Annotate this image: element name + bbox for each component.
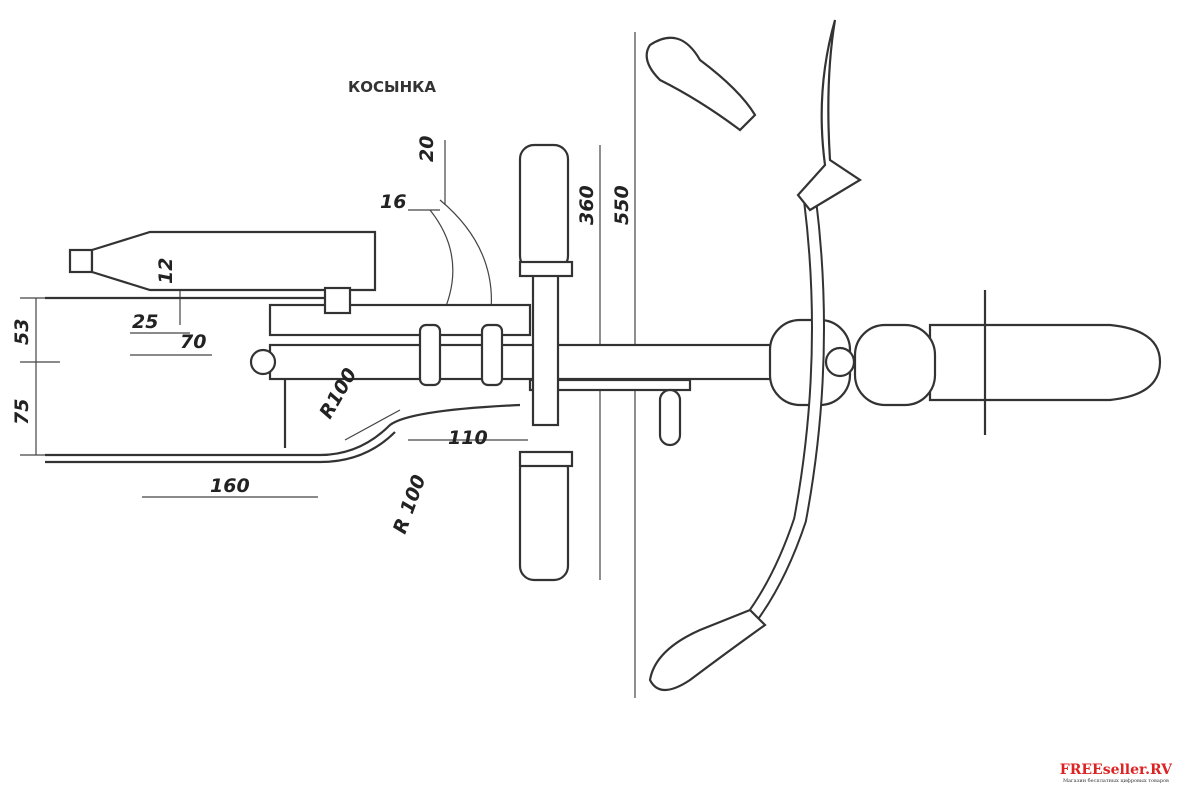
watermark-tagline: Магазин бесплатных цифровых товаров: [1062, 778, 1169, 784]
main-handlebar: [645, 19, 863, 692]
watermark-name: FREEseller.RV: [1059, 762, 1172, 778]
dim-110: 110: [448, 427, 488, 449]
dim-70: 70: [180, 331, 206, 353]
muffler: [68, 230, 377, 315]
dim-25: 25: [132, 311, 158, 333]
dim-160: 160: [210, 475, 250, 497]
dim-20: 20: [416, 136, 438, 162]
dim-16: 16: [380, 191, 406, 213]
dim-53: 53: [11, 319, 33, 345]
dim-r100-b: R 100: [389, 472, 431, 537]
engine: [768, 290, 1162, 435]
dim-550: 550: [611, 185, 633, 225]
gusset-label: КОСЫНКА: [348, 78, 436, 96]
frame: [45, 296, 792, 464]
dim-75: 75: [11, 399, 33, 425]
dim-360: 360: [576, 185, 598, 225]
handle-bar: [518, 143, 574, 582]
watermark-logo: FREEseller.RV Магазин бесплатных цифровы…: [1060, 762, 1172, 784]
dim-12: 12: [155, 258, 177, 284]
